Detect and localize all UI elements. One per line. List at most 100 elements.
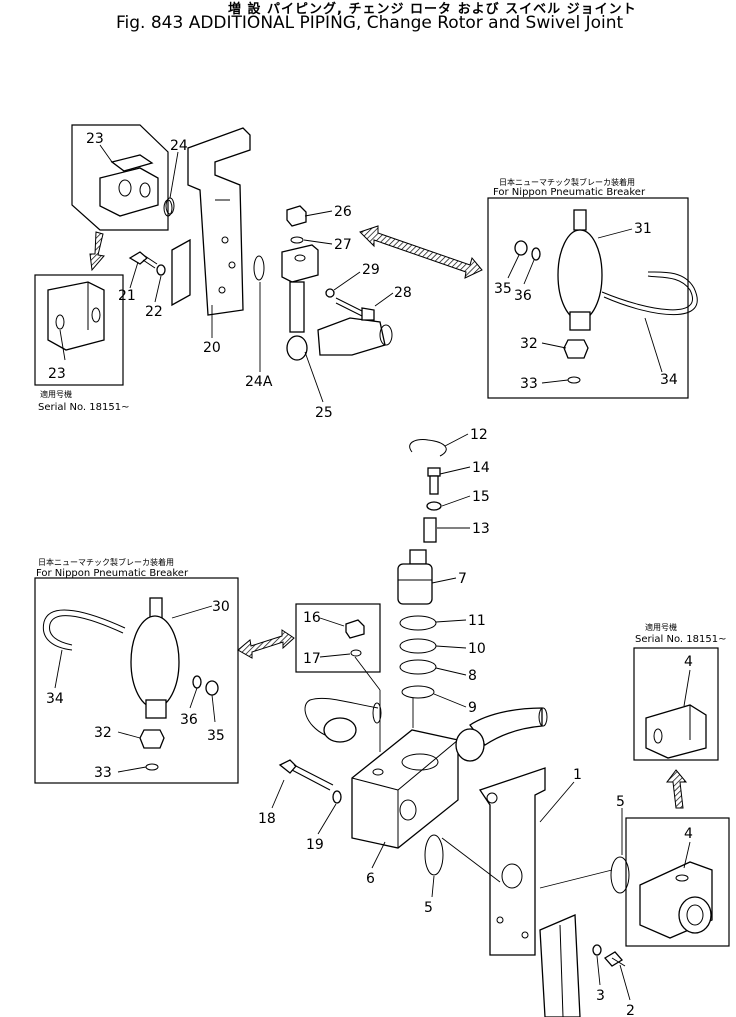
part-label-33-top: 33 [520,376,538,392]
part-label-26: 26 [334,204,352,220]
leader-lines [54,144,691,1001]
hose-34-top [601,271,698,316]
note-serial-jp-right: 適用号機 [645,622,677,632]
o-ring-27 [290,236,304,244]
washer-3 [592,944,602,956]
note-nippon-jp-left: 日本ニューマチック製ブレーカ装着用 [38,557,174,567]
note-nippon-en-left: For Nippon Pneumatic Breaker [36,568,189,579]
part-label-16: 16 [303,610,321,626]
rotor-7 [397,549,433,605]
note-nippon-jp-top: 日本ニューマチック製ブレーカ装着用 [499,177,635,187]
part-label-4-serial: 4 [684,654,693,670]
bolt-18 [278,759,334,791]
flange-pipe-left [304,697,382,743]
plug-box-16-17 [295,603,381,673]
plug-26 [286,205,307,227]
washer-36-top [531,247,541,261]
o-ring-17 [350,649,362,657]
nippon-breaker-box-top [487,197,689,399]
arrow-hatched-double-top [359,225,483,279]
o-ring-5-right [610,856,630,894]
swivel-block-4-serial [645,704,707,759]
bolt-21 [128,251,158,269]
bolt-28 [335,297,375,321]
part-label-19: 19 [306,837,324,853]
part-label-24: 24 [170,138,188,154]
part-label-23: 23 [86,131,104,147]
bolt-13 [423,517,437,543]
part-label-23-lower: 23 [48,366,66,382]
part-label-2: 2 [626,1003,635,1017]
swivel-box-serial [633,647,719,761]
part-label-28: 28 [394,285,412,301]
part-label-8: 8 [468,668,477,684]
o-ring-33-top [567,376,581,384]
part-label-7: 7 [458,571,467,587]
arrow-hatched-down-left [89,231,105,272]
part-label-34-left: 34 [46,691,64,707]
notes: 日本ニューマチック製ブレーカ装着用 For Nippon Pneumatic B… [36,177,726,645]
adapter-32-left [139,729,165,749]
part-label-35-left: 35 [207,728,225,744]
note-serial-jp-left: 適用号機 [40,389,72,399]
part-label-34-top: 34 [660,372,678,388]
part-label-5-left: 5 [424,900,433,916]
part-label-4: 4 [684,826,693,842]
part-label-25: 25 [315,405,333,421]
part-label-36-left: 36 [180,712,198,728]
hose-34-left [42,609,126,651]
swivel-block-6 [351,729,459,849]
swivel-4 [639,861,713,939]
part-label-9: 9 [468,700,477,716]
o-ring-24a [253,255,265,281]
part-label-6: 6 [366,871,375,887]
bracket-20 [187,127,251,316]
part-label-12: 12 [470,427,488,443]
bracket-post [539,914,581,1017]
note-nippon-en-top: For Nippon Pneumatic Breaker [493,187,646,198]
swivel-box-lower [625,817,730,947]
part-label-17: 17 [303,651,321,667]
washer-29 [325,288,335,298]
note-serial-en-left: Serial No. 18151~ [38,402,129,413]
part-label-32-left: 32 [94,725,112,741]
bolt-14 [427,467,441,495]
arrow-hatched-double-left [237,629,295,659]
part-label-31: 31 [634,221,652,237]
part-label-11: 11 [468,613,486,629]
o-ring-11 [399,615,437,631]
o-ring-5-left [424,834,444,876]
nut-35-left [205,680,219,696]
plug-16 [345,619,365,639]
washer-15 [426,501,442,511]
block-25 [281,244,393,361]
washer-22 [156,264,166,276]
accumulator-31 [557,209,603,331]
washer-19 [332,790,342,804]
plate-20 [171,238,191,307]
part-label-5-right: 5 [616,794,625,810]
part-label-35-top: 35 [494,281,512,297]
part-label-3: 3 [596,988,605,1004]
swivel-block-23-upper [71,124,173,231]
part-label-24a: 24A [245,374,273,390]
o-ring-10 [399,638,437,654]
arrow-hatched-up-right [666,769,688,809]
part-labels: 23 24 21 22 23 20 24A 25 26 27 29 28 31 … [46,131,693,1017]
part-label-29: 29 [362,262,380,278]
part-label-20: 20 [203,340,221,356]
part-label-21: 21 [118,288,136,304]
part-label-1: 1 [573,767,582,783]
part-label-22: 22 [145,304,163,320]
nippon-breaker-box-left [34,577,239,784]
part-label-13: 13 [472,521,490,537]
accumulator-30 [130,597,180,719]
part-label-27: 27 [334,237,352,253]
flange-pipe-right [455,707,548,762]
o-ring-8 [399,659,437,675]
bracket-1 [478,767,546,956]
part-label-10: 10 [468,641,486,657]
adapter-32-top [563,339,589,359]
o-ring-33-left [145,763,159,771]
